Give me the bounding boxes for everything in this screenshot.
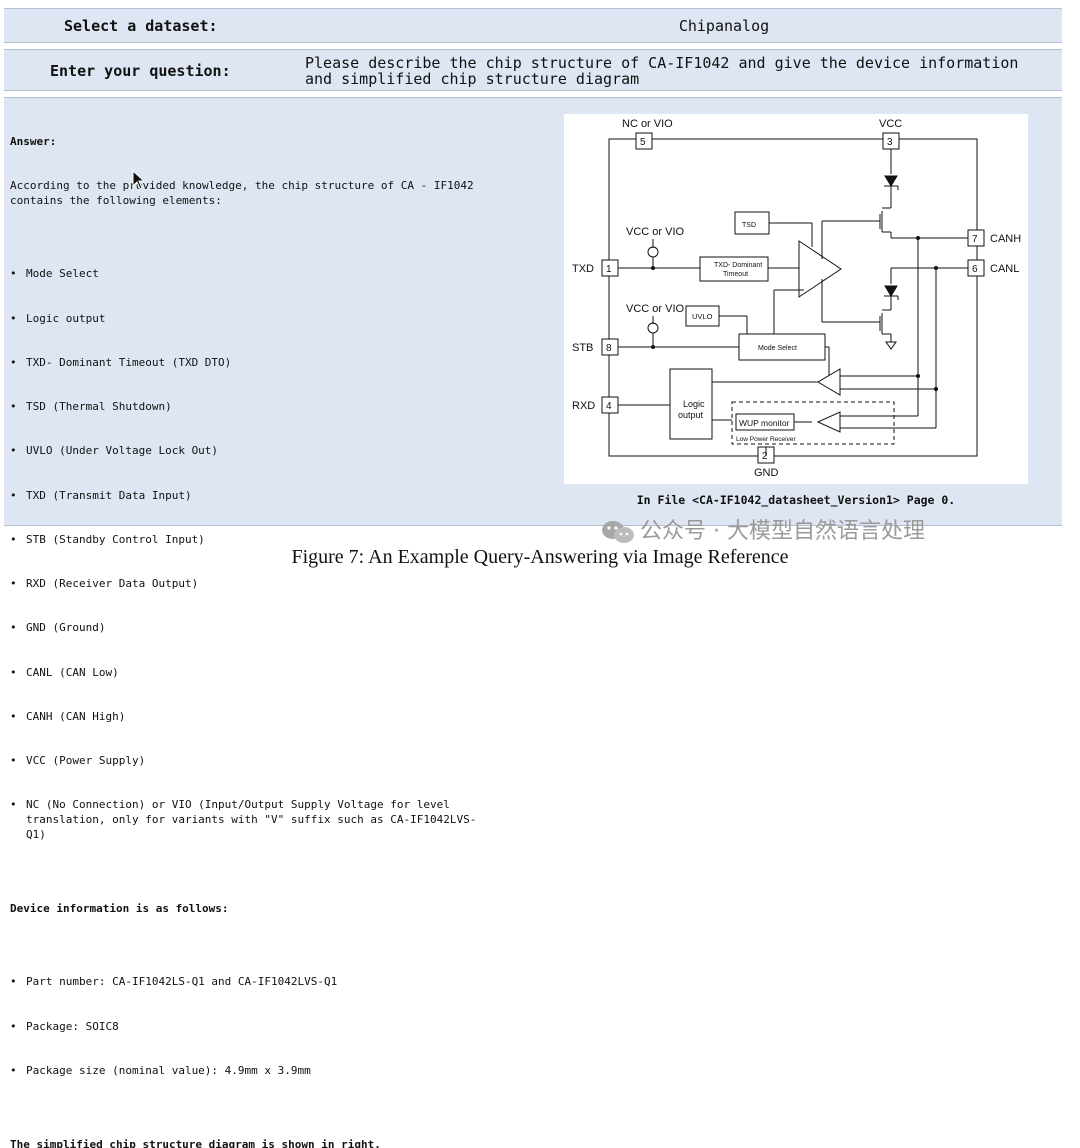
pin-number-8: 8 <box>606 343 612 354</box>
figure-caption: Figure 7: An Example Query-Answering via… <box>0 546 1080 569</box>
label-canl: CANL <box>990 263 1019 275</box>
chip-structure-diagram: NC or VIO VCC TXD STB RXD GND CANH CANL … <box>564 114 1028 484</box>
driver-triangle <box>799 241 841 297</box>
label-canh: CANH <box>990 233 1021 245</box>
pin-number-2: 2 <box>762 451 768 462</box>
answer-text: Answer: According to the provided knowle… <box>10 105 480 1148</box>
uvlo-label: UVLO <box>692 312 713 321</box>
logic-label-1: Logic <box>683 399 705 409</box>
list-item: Logic output <box>10 312 480 327</box>
list-item: UVLO (Under Voltage Lock Out) <box>10 444 480 459</box>
pin-number-3: 3 <box>887 137 893 148</box>
label-stb: STB <box>572 342 593 354</box>
chip-outline <box>609 139 977 456</box>
low-power-label: Low Power Receiver <box>736 436 796 443</box>
label-txd: TXD <box>572 263 594 275</box>
question-label: Enter your question: <box>50 62 231 80</box>
mouse-cursor-icon <box>132 170 146 194</box>
list-item: GND (Ground) <box>10 621 480 636</box>
watermark: 公众号 · 大模型自然语言处理 <box>600 513 925 545</box>
answer-heading: Answer: <box>10 135 480 150</box>
list-item: CANH (CAN High) <box>10 710 480 725</box>
dataset-label: Select a dataset: <box>64 17 218 35</box>
answer-panel: Answer: According to the provided knowle… <box>4 97 1062 526</box>
question-input[interactable]: Please describe the chip structure of CA… <box>305 55 1025 87</box>
watermark-text: 公众号 · 大模型自然语言处理 <box>640 519 925 544</box>
list-item: TSD (Thermal Shutdown) <box>10 400 480 415</box>
list-item: CANL (CAN Low) <box>10 666 480 681</box>
dataset-select-row[interactable]: Select a dataset: Chipanalog <box>4 8 1062 43</box>
pin-number-1: 1 <box>606 264 612 275</box>
list-item: NC (No Connection) or VIO (Input/Output … <box>10 798 480 842</box>
pin-number-5: 5 <box>640 137 646 148</box>
current-source-2 <box>648 323 658 333</box>
pin-number-4: 4 <box>606 401 612 412</box>
list-item: TXD- Dominant Timeout (TXD DTO) <box>10 356 480 371</box>
device-info-heading: Device information is as follows: <box>10 902 480 917</box>
txd-dto-label-1: TXD- Dominant <box>714 262 762 269</box>
label-gnd: GND <box>754 467 779 479</box>
label-vcc: VCC <box>879 118 902 130</box>
question-input-row[interactable]: Enter your question: Please describe the… <box>4 49 1062 91</box>
wechat-icon <box>600 519 636 545</box>
list-item: Mode Select <box>10 267 480 282</box>
mode-select-label: Mode Select <box>758 345 797 352</box>
answer-intro: According to the provided knowledge, the… <box>10 179 480 209</box>
pin-number-7: 7 <box>972 234 978 245</box>
diagram-svg: NC or VIO VCC TXD STB RXD GND CANH CANL … <box>564 114 1028 484</box>
tsd-label: TSD <box>742 222 756 229</box>
list-item: Package: SOIC8 <box>10 1020 480 1035</box>
list-item: Part number: CA-IF1042LS-Q1 and CA-IF104… <box>10 975 480 990</box>
file-reference: In File <CA-IF1042_datasheet_Version1> P… <box>564 493 1028 507</box>
label-vcc-vio-1: VCC or VIO <box>626 226 685 238</box>
list-item: RXD (Receiver Data Output) <box>10 577 480 592</box>
list-item: Package size (nominal value): 4.9mm x 3.… <box>10 1064 480 1079</box>
list-item: TXD (Transmit Data Input) <box>10 489 480 504</box>
wup-comparator <box>818 412 840 432</box>
current-source-1 <box>648 247 658 257</box>
label-nc-vio: NC or VIO <box>622 118 673 130</box>
answer-closing: The simplified chip structure diagram is… <box>10 1138 480 1148</box>
list-item: VCC (Power Supply) <box>10 754 480 769</box>
txd-dto-label-2: Timeout <box>723 271 748 278</box>
logic-label-2: output <box>678 410 704 420</box>
dataset-value[interactable]: Chipanalog <box>549 17 899 35</box>
label-rxd: RXD <box>572 400 595 412</box>
wup-label: WUP monitor <box>739 418 790 428</box>
pin-number-6: 6 <box>972 264 978 275</box>
label-vcc-vio-2: VCC or VIO <box>626 303 685 315</box>
device-info-list: Part number: CA-IF1042LS-Q1 and CA-IF104… <box>10 946 480 1108</box>
